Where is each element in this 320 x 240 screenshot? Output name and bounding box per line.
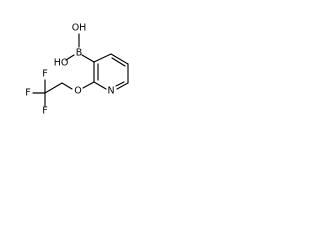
bond-c4-c5: [110, 53, 129, 65]
label-oxygen: O: [74, 86, 81, 97]
bonds: [32, 33, 129, 107]
atom-labels: OH HO B O N F F F: [25, 23, 114, 117]
bond-c6-n-double: [115, 81, 125, 87]
bond-c3-b: [81, 54, 95, 63]
bond-n-c2: [93, 81, 107, 90]
bond-c3-c4: [93, 53, 112, 63]
label-boron: B: [76, 48, 83, 59]
label-f-left: F: [25, 88, 30, 99]
bond-c2-o: [82, 81, 95, 89]
label-oh-top: OH: [72, 23, 87, 34]
label-nitrogen: N: [107, 86, 114, 97]
label-f-top: F: [42, 69, 47, 80]
bond-b-ho: [65, 54, 75, 61]
bond-o-ch2: [61, 82, 73, 90]
label-f-bottom: F: [42, 106, 47, 117]
molecule-structure: OH HO B O N F F F: [25, 23, 129, 117]
bond-ch2-cf3: [44, 82, 63, 94]
label-ho-left: HO: [54, 58, 69, 69]
bond-c4-c5-double: [111, 57, 126, 67]
bond-c6-n: [116, 82, 129, 90]
